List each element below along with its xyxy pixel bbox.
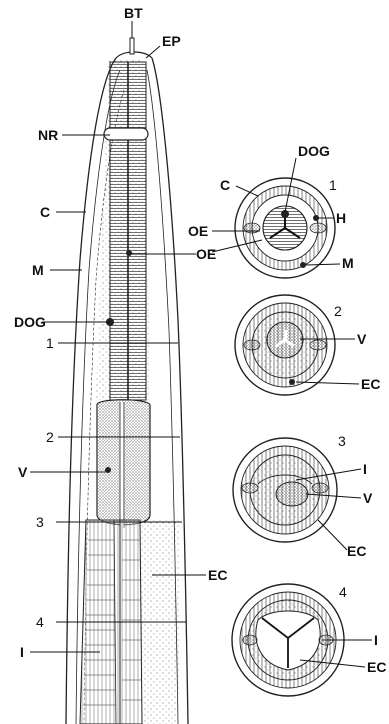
cs4-label-i: I (374, 632, 378, 648)
cs1-label-h: H (336, 210, 346, 226)
cs3-label-i: I (363, 461, 367, 477)
cs2-number: 2 (334, 303, 342, 319)
label-m: M (32, 262, 44, 278)
cs3-number: 3 (338, 433, 346, 449)
label-bt: BT (124, 5, 143, 21)
cs3-label-v: V (363, 490, 373, 506)
label-c: C (40, 204, 50, 220)
cs1-label-m: M (342, 255, 354, 271)
cs2-label-v: V (357, 331, 367, 347)
nerve-ring (104, 128, 148, 140)
label-v: V (18, 464, 28, 480)
section-number-3: 3 (36, 514, 44, 530)
section-number-4: 4 (36, 614, 44, 630)
cs1-number: 1 (329, 177, 337, 193)
label-i: I (20, 644, 24, 660)
label-nr: NR (38, 127, 58, 143)
section-number-2: 2 (46, 429, 54, 445)
cs1-label-c: C (220, 177, 230, 193)
cross-section-2 (235, 295, 335, 395)
cs2-label-ec: EC (361, 376, 380, 392)
cs1-label-oe-left: OE (188, 223, 208, 239)
cross-section-1 (235, 178, 335, 278)
cs3-label-ec: EC (347, 543, 366, 559)
oe-nucleus (126, 250, 132, 256)
esophagus-anterior (96, 59, 150, 400)
label-ep: EP (162, 33, 181, 49)
cross-section-3 (233, 438, 337, 542)
ventriculus (97, 400, 150, 528)
label-ec: EC (208, 567, 227, 583)
label-dog: DOG (14, 314, 46, 330)
label-oe: OE (196, 246, 216, 262)
section-number-1: 1 (46, 335, 54, 351)
cs4-number: 4 (339, 584, 347, 600)
cs4-label-ec: EC (367, 659, 386, 675)
cs1-label-dog: DOG (298, 143, 330, 159)
